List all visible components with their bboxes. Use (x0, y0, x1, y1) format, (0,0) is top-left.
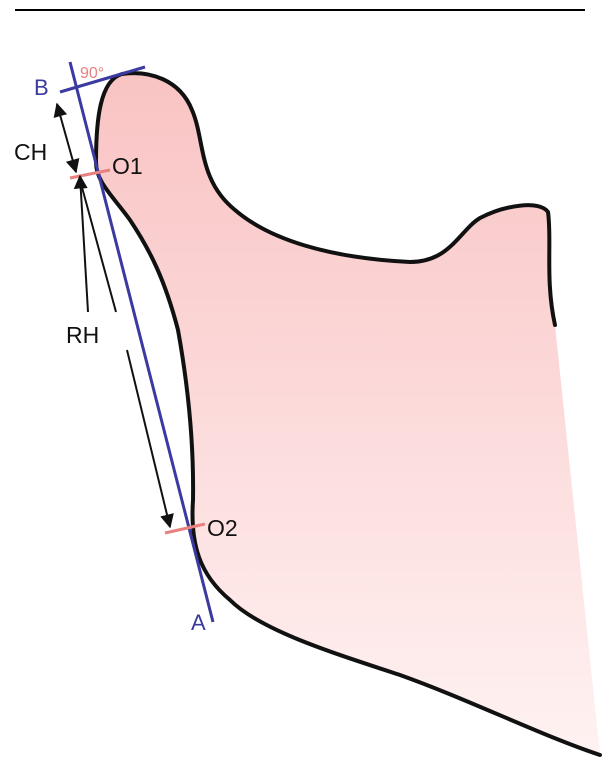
ch-arrow (53, 102, 80, 174)
o2-tick-mark (164, 522, 206, 535)
point-b-label: B (34, 75, 49, 100)
o1-label: O1 (112, 153, 143, 179)
rh-arrow-lower (126, 349, 174, 529)
o2-label: O2 (207, 515, 238, 541)
ramus-outline (94, 71, 602, 757)
rh-arrow-upper (73, 174, 89, 313)
ch-label: CH (14, 139, 47, 165)
ramus-shape (96, 73, 600, 755)
perpendicular-line (59, 65, 146, 94)
point-a-label: A (191, 610, 206, 635)
rh-label: RH (66, 322, 99, 348)
rh-arrow-upper-body (79, 179, 117, 313)
angle-label: 90° (80, 65, 104, 82)
